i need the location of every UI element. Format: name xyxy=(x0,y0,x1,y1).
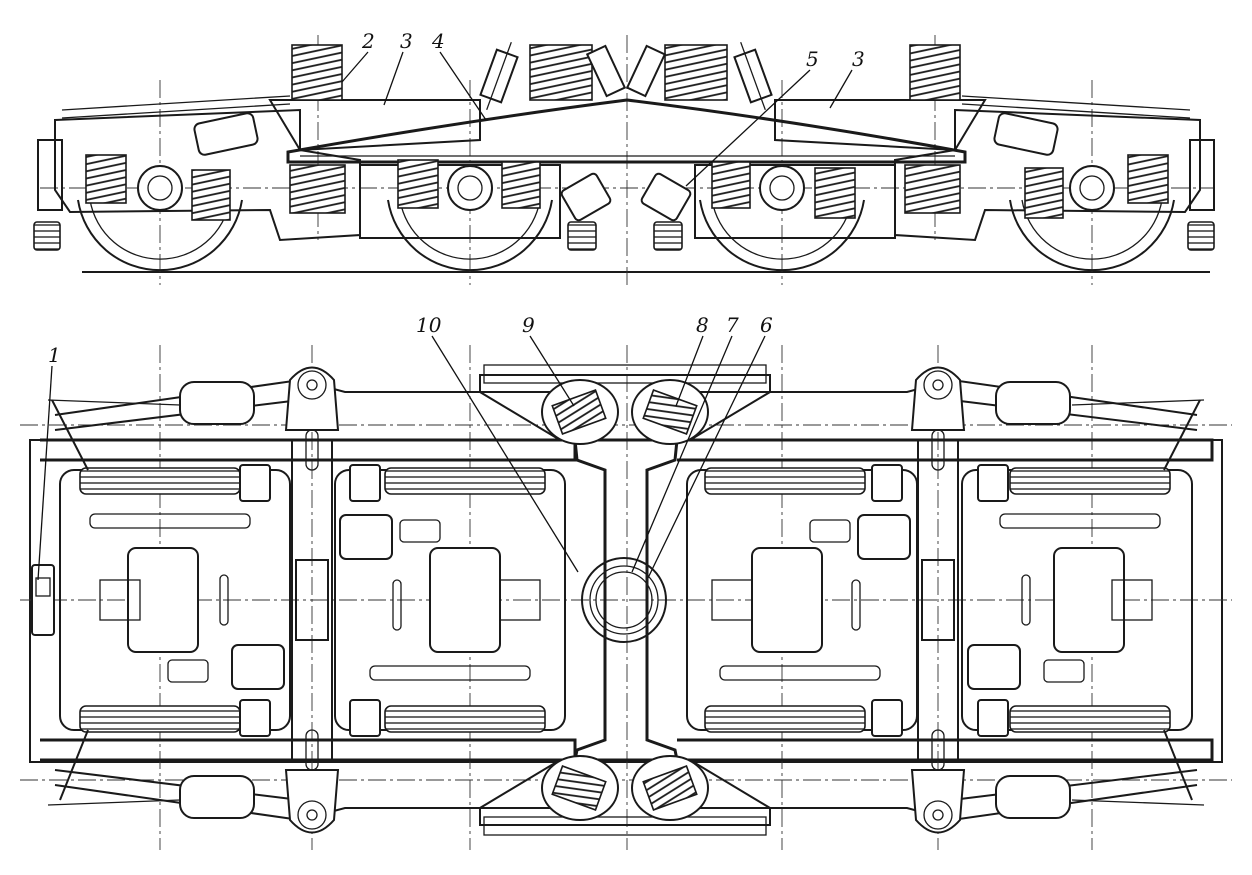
top-spring xyxy=(909,44,961,101)
label-5: 5 xyxy=(806,47,819,71)
end-lever-left xyxy=(51,399,89,801)
axle-box-blocks xyxy=(239,464,1009,737)
wheel xyxy=(387,199,553,272)
bay-springs xyxy=(79,467,1171,733)
side-view: 2 3 4 5 3 xyxy=(33,29,1215,285)
pivot-node xyxy=(284,729,340,834)
cross-member-block xyxy=(295,559,329,641)
brake-cylinder xyxy=(193,112,259,156)
traction-motor xyxy=(89,513,285,690)
axle-spring xyxy=(711,161,751,209)
label-3b: 3 xyxy=(852,47,865,71)
axle-spring xyxy=(1127,154,1169,204)
span-bolster xyxy=(286,98,967,164)
damper-link xyxy=(625,44,667,98)
damper-link xyxy=(479,41,519,111)
wheel xyxy=(77,199,243,272)
traction-motor xyxy=(339,514,541,681)
label-1: 1 xyxy=(48,343,61,367)
brake-rod xyxy=(961,95,1191,119)
axle-spring xyxy=(85,154,127,204)
label-6: 6 xyxy=(760,313,773,337)
sandbox xyxy=(653,221,683,251)
sandbox xyxy=(1187,221,1215,251)
axle-spring xyxy=(501,161,541,209)
traction-link xyxy=(640,172,692,222)
traction-motor xyxy=(711,514,911,681)
center-spring xyxy=(529,44,593,101)
end-beam xyxy=(37,139,63,211)
axle-spring xyxy=(814,167,856,219)
sandbox xyxy=(33,221,61,251)
axle-box xyxy=(447,165,493,211)
secondary-spring xyxy=(289,164,346,214)
damper-link xyxy=(585,44,627,98)
label-9: 9 xyxy=(522,313,535,337)
wheel xyxy=(1009,199,1175,272)
axle-spring xyxy=(397,159,439,209)
plan-view: 1 10 9 8 7 6 xyxy=(20,313,1232,850)
end-beam xyxy=(1189,139,1215,211)
axle-spring xyxy=(191,169,231,221)
side-frame-center-left xyxy=(359,164,561,239)
cross-member-block xyxy=(921,559,955,641)
axle-box xyxy=(759,165,805,211)
rubber-pad xyxy=(631,379,709,445)
brake-cylinder xyxy=(993,112,1059,156)
side-beam-bottom-left xyxy=(40,738,577,762)
side-frame-right xyxy=(894,108,1201,242)
side-frame-center-right xyxy=(694,164,896,239)
rubber-pad xyxy=(541,379,619,445)
brake-cylinder-plan xyxy=(995,381,1071,425)
brake-cylinder-plan xyxy=(179,775,255,819)
center-pivot xyxy=(581,557,667,643)
sandbox xyxy=(567,221,597,251)
pivot-node xyxy=(284,366,340,471)
bottom-center-plate xyxy=(479,759,771,826)
secondary-spring xyxy=(904,164,961,214)
rubber-pad xyxy=(541,755,619,821)
bolster-left xyxy=(268,99,481,152)
top-spring xyxy=(291,44,343,101)
brake-cylinder-plan xyxy=(179,381,255,425)
axle-box xyxy=(137,165,183,211)
side-beam-top-left xyxy=(40,438,577,462)
traction-motor xyxy=(967,513,1161,690)
label-10: 10 xyxy=(416,313,442,337)
brake-rod xyxy=(61,95,291,119)
label-3: 3 xyxy=(400,29,413,53)
brake-cylinder-plan xyxy=(995,775,1071,819)
axle-box xyxy=(1069,165,1115,211)
cross-member xyxy=(291,439,333,761)
axle-spring xyxy=(1024,167,1064,219)
damper-link xyxy=(733,41,773,111)
label-2: 2 xyxy=(361,29,375,53)
side-equipment-box xyxy=(31,564,55,636)
traction-link xyxy=(560,172,612,222)
center-spring xyxy=(664,44,728,101)
wheel xyxy=(699,199,865,272)
label-4: 4 xyxy=(431,29,445,53)
label-7: 7 xyxy=(726,313,739,337)
rubber-pad xyxy=(631,755,709,821)
end-lever-right xyxy=(1163,399,1201,801)
pivot-node xyxy=(910,729,966,834)
top-center-plate xyxy=(479,374,771,441)
label-8: 8 xyxy=(696,313,709,337)
pivot-node xyxy=(910,366,966,471)
